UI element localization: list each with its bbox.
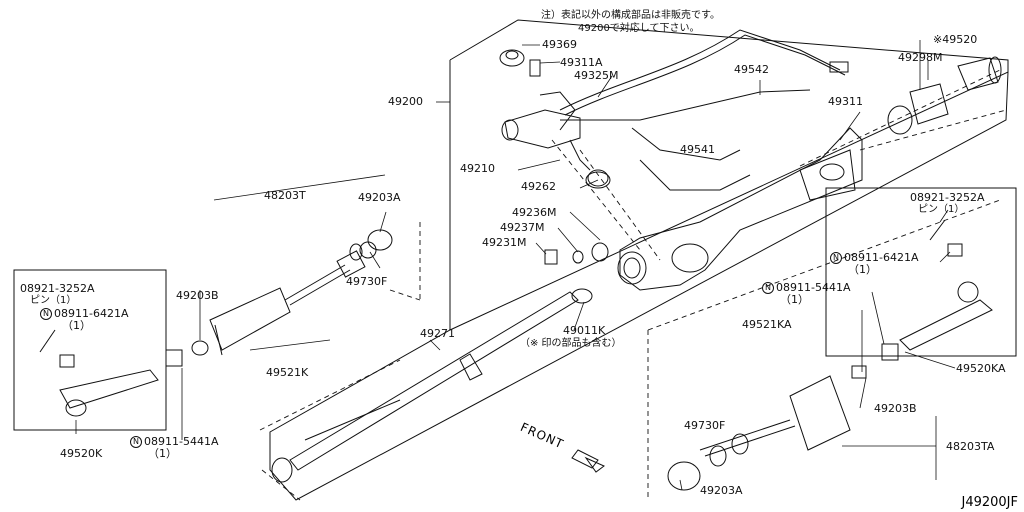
- part-label-49521ka: 49521KA: [742, 318, 792, 331]
- right-nut2-qty: （1）: [780, 293, 809, 306]
- part-label-49521k: 49521K: [266, 366, 309, 379]
- left-nut-qty: （1）: [62, 319, 91, 332]
- part-label-49730f-right: 49730F: [684, 419, 726, 432]
- part-label-49271: 49271: [420, 327, 455, 340]
- part-note-49011k: （※ 印の部品も含む）: [520, 338, 622, 349]
- part-label-49200: 49200: [388, 95, 423, 108]
- note-line-1: 注）表記以外の構成部品は非販売です。: [541, 10, 720, 21]
- part-label-49520: ※49520: [933, 33, 978, 46]
- part-label-49520k: 49520K: [60, 447, 103, 460]
- circled-n-icon: N: [762, 282, 774, 294]
- part-label-49520ka: 49520KA: [956, 362, 1006, 375]
- circled-n-icon: N: [830, 252, 842, 264]
- note-line-2: 49200で対応して下さい。: [578, 23, 700, 34]
- part-label-49325m: 49325M: [574, 69, 619, 82]
- part-label-49203b-left: 49203B: [176, 289, 219, 302]
- part-label-49542: 49542: [734, 63, 769, 76]
- leader-lines: [75, 40, 956, 491]
- right-pin-part-number: 08921-3252A: [910, 191, 985, 204]
- rack-bar: [271, 288, 593, 483]
- part-label-49231m: 49231M: [482, 236, 527, 249]
- circled-n-icon: N: [40, 308, 52, 320]
- left-tie-rod: [165, 229, 393, 367]
- left-pin-part-number: 08921-3252A: [20, 282, 95, 295]
- part-label-49262: 49262: [521, 180, 556, 193]
- part-label-49730f-left: 49730F: [346, 275, 388, 288]
- right-pin-qty: ピン（1）: [918, 204, 965, 215]
- front-arrow: [571, 449, 605, 473]
- left-tie-rod-end-box: [13, 269, 167, 431]
- part-label-49203a-bottom: 49203A: [700, 484, 743, 497]
- right-insulator-parts: [887, 56, 1002, 135]
- part-label-48203ta: 48203TA: [946, 440, 995, 453]
- left-pin-qty: ピン（1）: [30, 295, 77, 306]
- part-label-49237m: 49237M: [500, 221, 545, 234]
- part-label-48203t: 48203T: [264, 189, 306, 202]
- part-label-49369: 49369: [542, 38, 577, 51]
- hydraulic-lines: [559, 29, 849, 191]
- part-label-49541: 49541: [680, 143, 715, 156]
- assembly-frame: [269, 19, 1009, 501]
- part-label-49210: 49210: [460, 162, 495, 175]
- part-label-49203b-right: 49203B: [874, 402, 917, 415]
- part-label-49236m: 49236M: [512, 206, 557, 219]
- diagram-code: J49200JF: [961, 495, 1018, 510]
- part-label-49311a: 49311A: [560, 56, 603, 69]
- seal-parts: [544, 171, 611, 265]
- part-label-49011k: 49011K: [563, 324, 606, 337]
- part-label-49203a-top: 49203A: [358, 191, 401, 204]
- rack-housing: [617, 127, 863, 291]
- right-nut-qty: （1）: [848, 263, 877, 276]
- circled-n-icon: N: [130, 436, 142, 448]
- right-boot-assembly: [667, 365, 867, 491]
- right-tie-rod-end-box: [825, 187, 1017, 361]
- part-label-49311: 49311: [828, 95, 863, 108]
- left-nut2-qty: （1）: [148, 447, 177, 460]
- part-label-49298m: 49298M: [898, 51, 943, 64]
